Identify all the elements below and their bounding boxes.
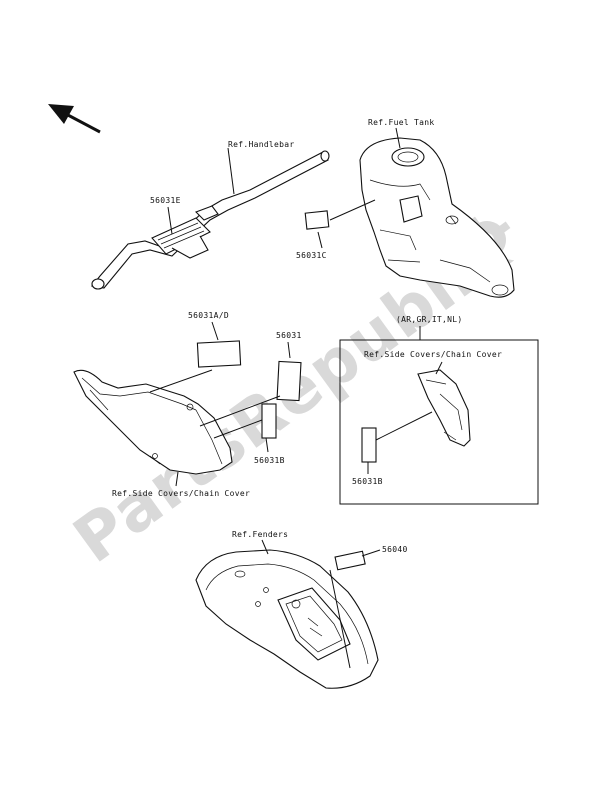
rear-fender xyxy=(195,539,379,689)
part-56031B-main-label: 56031B xyxy=(254,456,285,465)
decal-56031C xyxy=(304,210,330,230)
ref-fenders-label: Ref.Fenders xyxy=(232,530,288,539)
decal-56031 xyxy=(276,360,302,402)
part-56031-label: 56031 xyxy=(276,331,302,340)
ref-fuel-tank-label: Ref.Fuel Tank xyxy=(368,118,435,127)
decal-56040 xyxy=(334,550,366,571)
ref-side-covers-inset-label: Ref.Side Covers/Chain Cover xyxy=(364,350,502,359)
part-56031E-label: 56031E xyxy=(150,196,181,205)
front-direction-arrow-icon xyxy=(48,104,101,134)
inset-box: (AR,GR,IT,NL) Ref.Side Covers/Chain Cove… xyxy=(339,315,539,505)
part-56031C-label: 56031C xyxy=(296,251,327,260)
part-56031AD-label: 56031A/D xyxy=(188,311,229,320)
handlebar-assembly xyxy=(90,147,330,290)
ref-handlebar-label: Ref.Handlebar xyxy=(228,140,295,149)
decal-56031AD xyxy=(196,340,242,368)
part-56040-label: 56040 xyxy=(382,545,408,554)
decal-56031B-main xyxy=(261,403,277,439)
side-cover xyxy=(73,369,233,475)
fuel-tank xyxy=(329,127,515,298)
part-56031B-inset-label: 56031B xyxy=(352,477,383,486)
decal-56031B-inset xyxy=(361,427,377,463)
ref-side-covers-left-label: Ref.Side Covers/Chain Cover xyxy=(112,489,250,498)
inset-title: (AR,GR,IT,NL) xyxy=(396,315,463,324)
